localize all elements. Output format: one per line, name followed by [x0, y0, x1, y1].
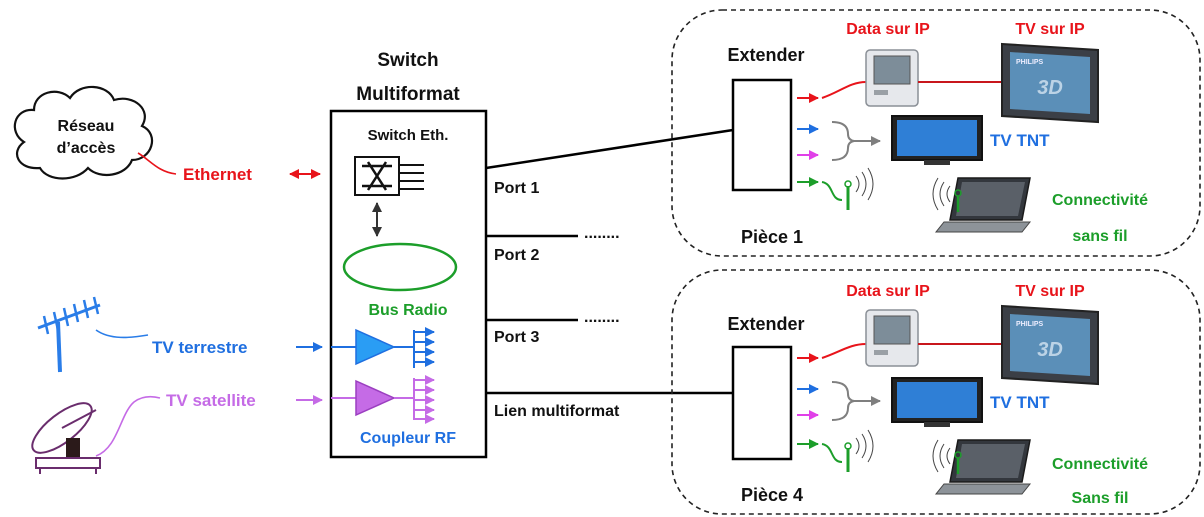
port2-dots: ........ — [584, 225, 620, 242]
laptop-icon — [932, 439, 1032, 495]
room-4: Extender Data sur IP TV sur IP 3D PHILIP… — [671, 269, 1201, 515]
multiformat-link-label: Lien multiformat — [494, 403, 620, 420]
ethernet-label: Ethernet — [183, 165, 252, 184]
switch-title-line1: Switch — [377, 50, 438, 71]
ethernet-cable — [137, 152, 177, 175]
access-network-cloud: Réseau d’accès — [13, 85, 153, 180]
port3-label: Port 3 — [494, 329, 539, 346]
room-1-tv-brand: PHILIPS — [1016, 59, 1044, 66]
port3-dots: ........ — [584, 309, 620, 326]
tv-satellite-label: TV satellite — [166, 391, 256, 410]
room-1: Extender Data sur IP TV sur IP 3D PHILIP… — [671, 9, 1201, 257]
port1-link — [485, 128, 734, 170]
room-1-data-ip-label: Data sur IP — [846, 21, 930, 38]
tv-terrestre-label: TV terrestre — [152, 338, 247, 357]
room-1-name: Pièce 1 — [741, 227, 803, 247]
room-1-tv-ip-label: TV sur IP — [1015, 21, 1085, 38]
rf-amplifier-icon — [331, 327, 435, 368]
svg-text:3D: 3D — [1037, 339, 1063, 361]
crossbar-switch-icon — [354, 156, 424, 196]
network-label-line2: d’accès — [57, 140, 116, 157]
room-4-boundary — [671, 269, 1201, 515]
flat-tv-icon — [891, 115, 983, 165]
bus-radio-label: Bus Radio — [368, 302, 447, 319]
room-4-wireless-line1: Connectivité — [1052, 456, 1148, 473]
room-4-wireless-line2: Sans fil — [1072, 490, 1129, 507]
room-1-tv-tnt-label: TV TNT — [990, 131, 1050, 150]
port1-label: Port 1 — [494, 180, 539, 197]
room-4-tv-brand: PHILIPS — [1016, 321, 1044, 328]
network-label-line1: Réseau — [58, 118, 115, 135]
room-4-extender-label: Extender — [727, 314, 804, 334]
satellite-dish-icon — [31, 402, 101, 474]
room-1-extender-label: Extender — [727, 45, 804, 65]
bus-radio-ellipse — [342, 242, 458, 292]
room-1-extender-box — [731, 78, 793, 192]
room-4-extender-box — [731, 345, 793, 461]
flat-tv-icon — [891, 377, 983, 427]
terrestrial-cable — [95, 329, 149, 339]
laptop-icon — [932, 177, 1032, 233]
room-4-name: Pièce 4 — [741, 485, 803, 505]
port2-label: Port 2 — [494, 247, 539, 264]
coupleur-rf-label: Coupleur RF — [360, 430, 456, 447]
switch-eth-label: Switch Eth. — [368, 127, 449, 144]
room-1-boundary — [671, 9, 1201, 257]
cloud-icon — [13, 85, 153, 180]
svg-text:3D: 3D — [1037, 77, 1063, 99]
room-1-wireless-line2: sans fil — [1072, 228, 1127, 245]
switch-title-line2: Multiformat — [356, 84, 460, 105]
desktop-computer-icon — [865, 309, 919, 367]
3d-tv-icon: 3D PHILIPS — [1001, 304, 1099, 386]
3d-tv-icon: 3D PHILIPS — [1001, 42, 1099, 124]
room-4-tv-tnt-label: TV TNT — [990, 393, 1050, 412]
room-4-data-ip-label: Data sur IP — [846, 283, 930, 300]
room-4-tv-ip-label: TV sur IP — [1015, 283, 1085, 300]
desktop-computer-icon — [865, 49, 919, 107]
room-1-wireless-line1: Connectivité — [1052, 192, 1148, 209]
wifi-antenna-icon — [844, 429, 874, 472]
rf-amplifier-satellite-icon — [331, 375, 435, 424]
wifi-antenna-icon — [844, 167, 874, 210]
satellite-cable — [95, 396, 161, 457]
terrestrial-antenna-icon — [37, 296, 101, 373]
